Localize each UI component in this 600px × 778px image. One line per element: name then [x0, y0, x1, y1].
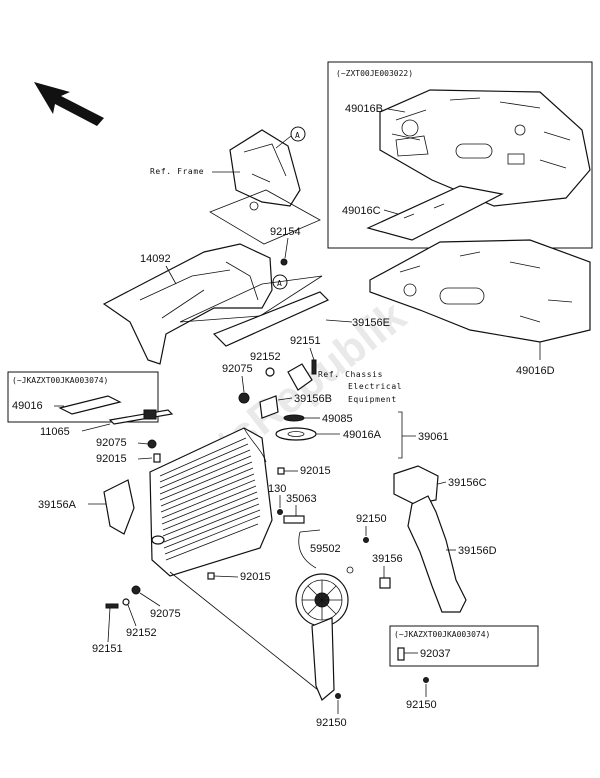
- label-39156A: 39156A: [38, 499, 77, 511]
- ref-chassis-line3: Equipment: [348, 395, 397, 404]
- variant-code-left: (~JKAZXT00JKA003074): [12, 376, 108, 385]
- part-130[interactable]: 130: [268, 483, 286, 515]
- label-92151-top: 92151: [290, 335, 321, 347]
- label-39156: 39156: [372, 553, 403, 565]
- label-92015-bottom: 92015: [240, 571, 271, 583]
- variant-code-top-right: (~ZXT00JE003022): [336, 69, 413, 78]
- label-49016: 49016: [12, 400, 43, 412]
- label-49085: 49085: [322, 413, 353, 425]
- part-92015-right[interactable]: 92015: [277, 465, 331, 477]
- label-92015-right: 92015: [300, 465, 331, 477]
- part-39156B[interactable]: 39156B: [259, 393, 332, 419]
- part-59502-fan[interactable]: 59502: [295, 529, 354, 701]
- label-49016B: 49016B: [345, 103, 383, 115]
- label-92037: 92037: [420, 648, 451, 660]
- label-35063: 35063: [286, 493, 317, 505]
- label-92015-left: 92015: [96, 453, 127, 465]
- part-92151-top[interactable]: 92151: [290, 335, 321, 375]
- part-92037[interactable]: 92037: [397, 647, 451, 661]
- label-130: 130: [268, 483, 286, 495]
- label-92150-bottom-right: 92150: [406, 699, 437, 711]
- part-92151-bottom[interactable]: 92151: [92, 603, 123, 655]
- part-39156C[interactable]: 39156C: [393, 465, 487, 505]
- marker-a-bottom: A: [277, 279, 282, 288]
- part-35063[interactable]: 35063: [283, 493, 317, 524]
- part-92150-bottom[interactable]: 92150: [316, 693, 347, 730]
- label-49016A: 49016A: [343, 429, 382, 441]
- ref-chassis-line1: Ref. Chassis: [318, 370, 383, 379]
- part-radiator[interactable]: [149, 427, 273, 577]
- label-39061: 39061: [418, 431, 449, 443]
- part-49016A[interactable]: 49016A: [275, 427, 382, 441]
- label-39156E: 39156E: [352, 317, 390, 329]
- part-92075-bottom[interactable]: 92075: [131, 585, 181, 620]
- label-49016C: 49016C: [342, 205, 381, 217]
- part-92150-top[interactable]: 92150: [356, 513, 387, 543]
- label-92150-top: 92150: [356, 513, 387, 525]
- part-11065[interactable]: 11065: [40, 409, 174, 438]
- radiator-core: [159, 437, 261, 561]
- part-49016D-plate[interactable]: 49016D: [369, 239, 591, 377]
- part-14092-cover[interactable]: A 14092: [102, 243, 323, 365]
- label-92152-top: 92152: [250, 351, 281, 363]
- label-92075-top: 92075: [222, 363, 253, 375]
- part-49016C-strip[interactable]: 49016C: [342, 185, 504, 241]
- label-39156B: 39156B: [294, 393, 332, 405]
- variant-box-bottom-right: (~JKAZXT00JKA003074): [389, 625, 539, 667]
- label-39156D: 39156D: [458, 545, 497, 557]
- label-92150-bottom: 92150: [316, 717, 347, 729]
- part-49085[interactable]: 49085: [283, 413, 353, 425]
- part-92075-top[interactable]: 92075: [222, 363, 253, 404]
- label-59502: 59502: [310, 543, 341, 555]
- label-39156C: 39156C: [448, 477, 487, 489]
- label-92154: 92154: [270, 226, 301, 238]
- marker-a-top: A: [295, 131, 300, 140]
- direction-arrow-icon: [34, 82, 104, 126]
- variant-code-bottom-right: (~JKAZXT00JKA003074): [394, 630, 490, 639]
- ref-frame: Ref. Frame: [150, 167, 204, 176]
- part-39156-small[interactable]: 39156: [372, 553, 403, 589]
- label-49016D: 49016D: [516, 365, 555, 377]
- part-92152-top[interactable]: 92152: [250, 351, 281, 377]
- label-92151-bottom: 92151: [92, 643, 123, 655]
- label-92075-mid: 92075: [96, 437, 127, 449]
- part-92015-bottom[interactable]: 92015: [207, 571, 271, 583]
- part-49016B-plate[interactable]: 49016B: [345, 89, 591, 207]
- part-92152-bottom[interactable]: 92152: [122, 598, 157, 639]
- part-39156D[interactable]: 39156D: [407, 495, 497, 613]
- label-92075-bottom: 92075: [150, 608, 181, 620]
- part-92150-bottom-right[interactable]: 92150: [406, 677, 437, 712]
- chassis-electrical-reference: Ref. Chassis Electrical Equipment: [287, 363, 402, 404]
- label-group-39061: 39061: [398, 411, 449, 459]
- part-39156A[interactable]: 39156A: [38, 479, 135, 535]
- part-92154[interactable]: 92154: [270, 226, 301, 266]
- label-92152-bottom: 92152: [126, 627, 157, 639]
- frame-reference: Ref. Frame A: [150, 126, 321, 245]
- part-39156E-bar[interactable]: 39156E: [212, 291, 390, 347]
- part-92075-mid[interactable]: 92075: [96, 437, 157, 449]
- label-11065: 11065: [40, 426, 70, 438]
- ref-chassis-line2: Electrical: [348, 382, 402, 391]
- part-49016[interactable]: 49016: [12, 395, 122, 415]
- label-14092: 14092: [140, 253, 171, 265]
- part-92015-left[interactable]: 92015: [96, 453, 161, 465]
- variant-box-left: (~JKAZXT00JKA003074): [7, 371, 159, 423]
